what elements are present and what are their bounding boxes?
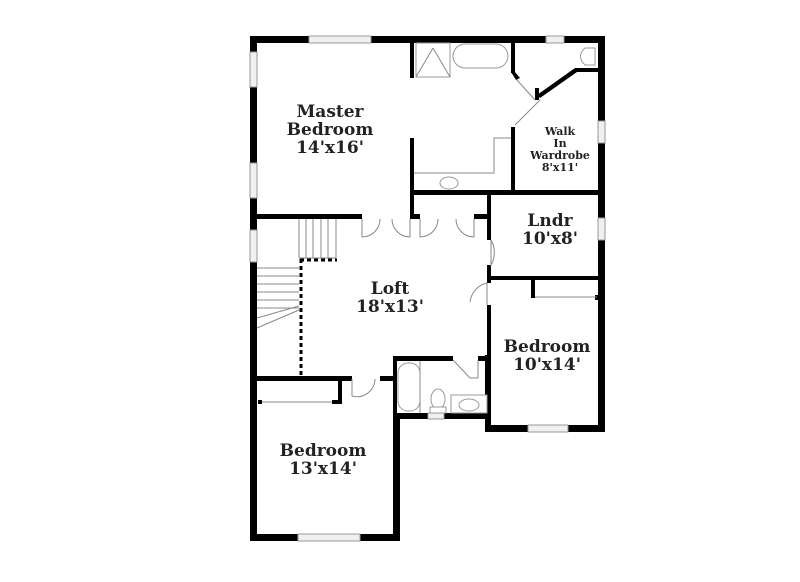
room-name: Loft <box>370 279 410 299</box>
room-label-bedroom-10x14: Bedroom 10'x14' <box>492 337 602 375</box>
room-label-loft: Loft 18'x13' <box>340 279 440 317</box>
room-dims: 10'x14' <box>513 354 581 375</box>
room-name: Master <box>296 102 364 122</box>
windows <box>249 35 606 542</box>
room-name: Bedroom <box>286 119 374 140</box>
room-dims: 14'x16' <box>296 137 364 158</box>
room-dims: 18'x13' <box>356 296 424 317</box>
room-label-bedroom-13x14: Bedroom 13'x14' <box>268 441 378 479</box>
room-dims: 10'x8' <box>521 228 579 249</box>
doors <box>351 79 541 398</box>
room-dims: 13'x14' <box>289 458 357 479</box>
room-name: Lndr <box>527 211 573 231</box>
room-label-walk-in-wardrobe: Walk In Wardrobe 8'x11' <box>520 125 600 175</box>
room-label-lndr: Lndr 10'x8' <box>500 211 600 249</box>
room-name: Bedroom <box>279 441 367 461</box>
room-dims: 8'x11' <box>541 161 579 175</box>
room-name: Wardrobe <box>530 149 590 163</box>
room-name: In <box>553 137 567 151</box>
room-label-master-bedroom: Master Bedroom 14'x16' <box>270 102 390 158</box>
room-name: Walk <box>544 125 576 138</box>
fixtures <box>256 42 597 414</box>
room-name: Bedroom <box>503 337 591 357</box>
